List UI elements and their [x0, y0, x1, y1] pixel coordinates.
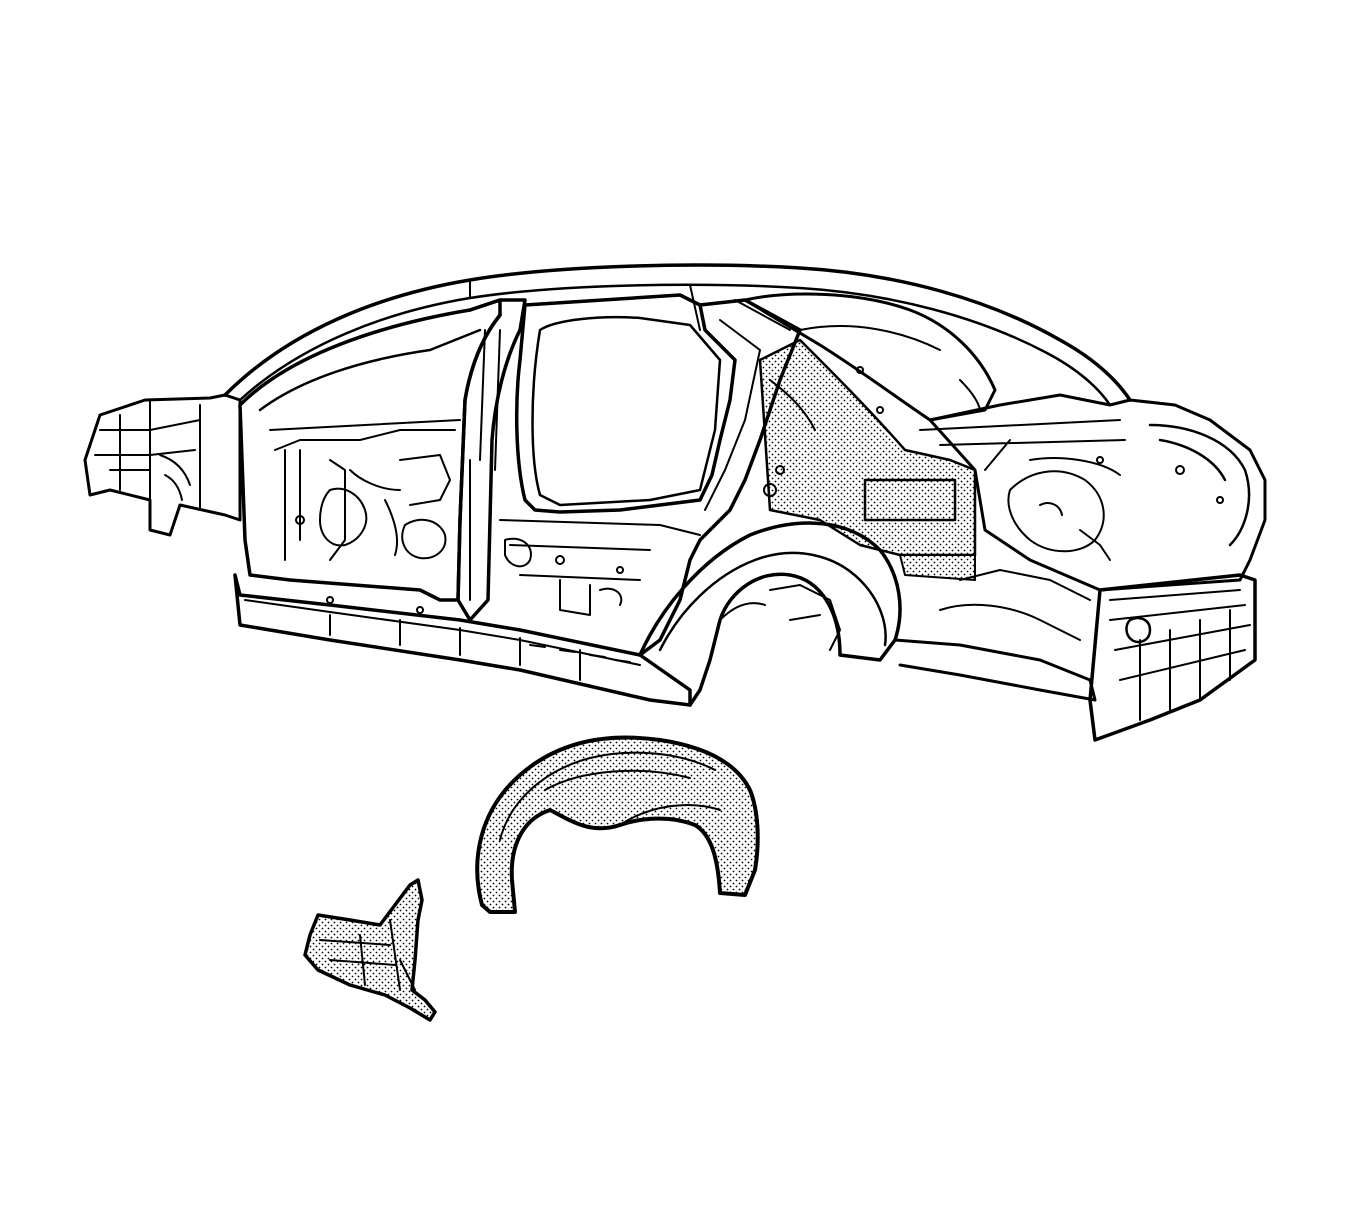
front-door-opening: [238, 298, 502, 602]
roof-outline: [223, 263, 1132, 402]
rear-deck: [928, 393, 1267, 592]
quarter-inner-panel-lower: [899, 554, 976, 581]
rear-window-opening: [743, 292, 997, 422]
rivet-marks: [295, 366, 1224, 614]
rocker-panel: [233, 573, 692, 707]
front-structure: [83, 393, 242, 537]
rear-wheelhouse-extension: [303, 878, 437, 1022]
rear-floor: [893, 638, 1097, 702]
rear-wheelhouse-outer-panel: [475, 735, 760, 914]
roof-inner-rail: [238, 283, 1112, 407]
roof-rail-line: [469, 279, 791, 331]
body-rear-wheelhouse: [638, 521, 902, 707]
body-shell: [83, 263, 1267, 742]
rear-door-opening: [514, 293, 737, 514]
b-pillar: [456, 298, 527, 622]
c-pillar: [638, 298, 802, 657]
quarter-pad: [863, 478, 957, 522]
